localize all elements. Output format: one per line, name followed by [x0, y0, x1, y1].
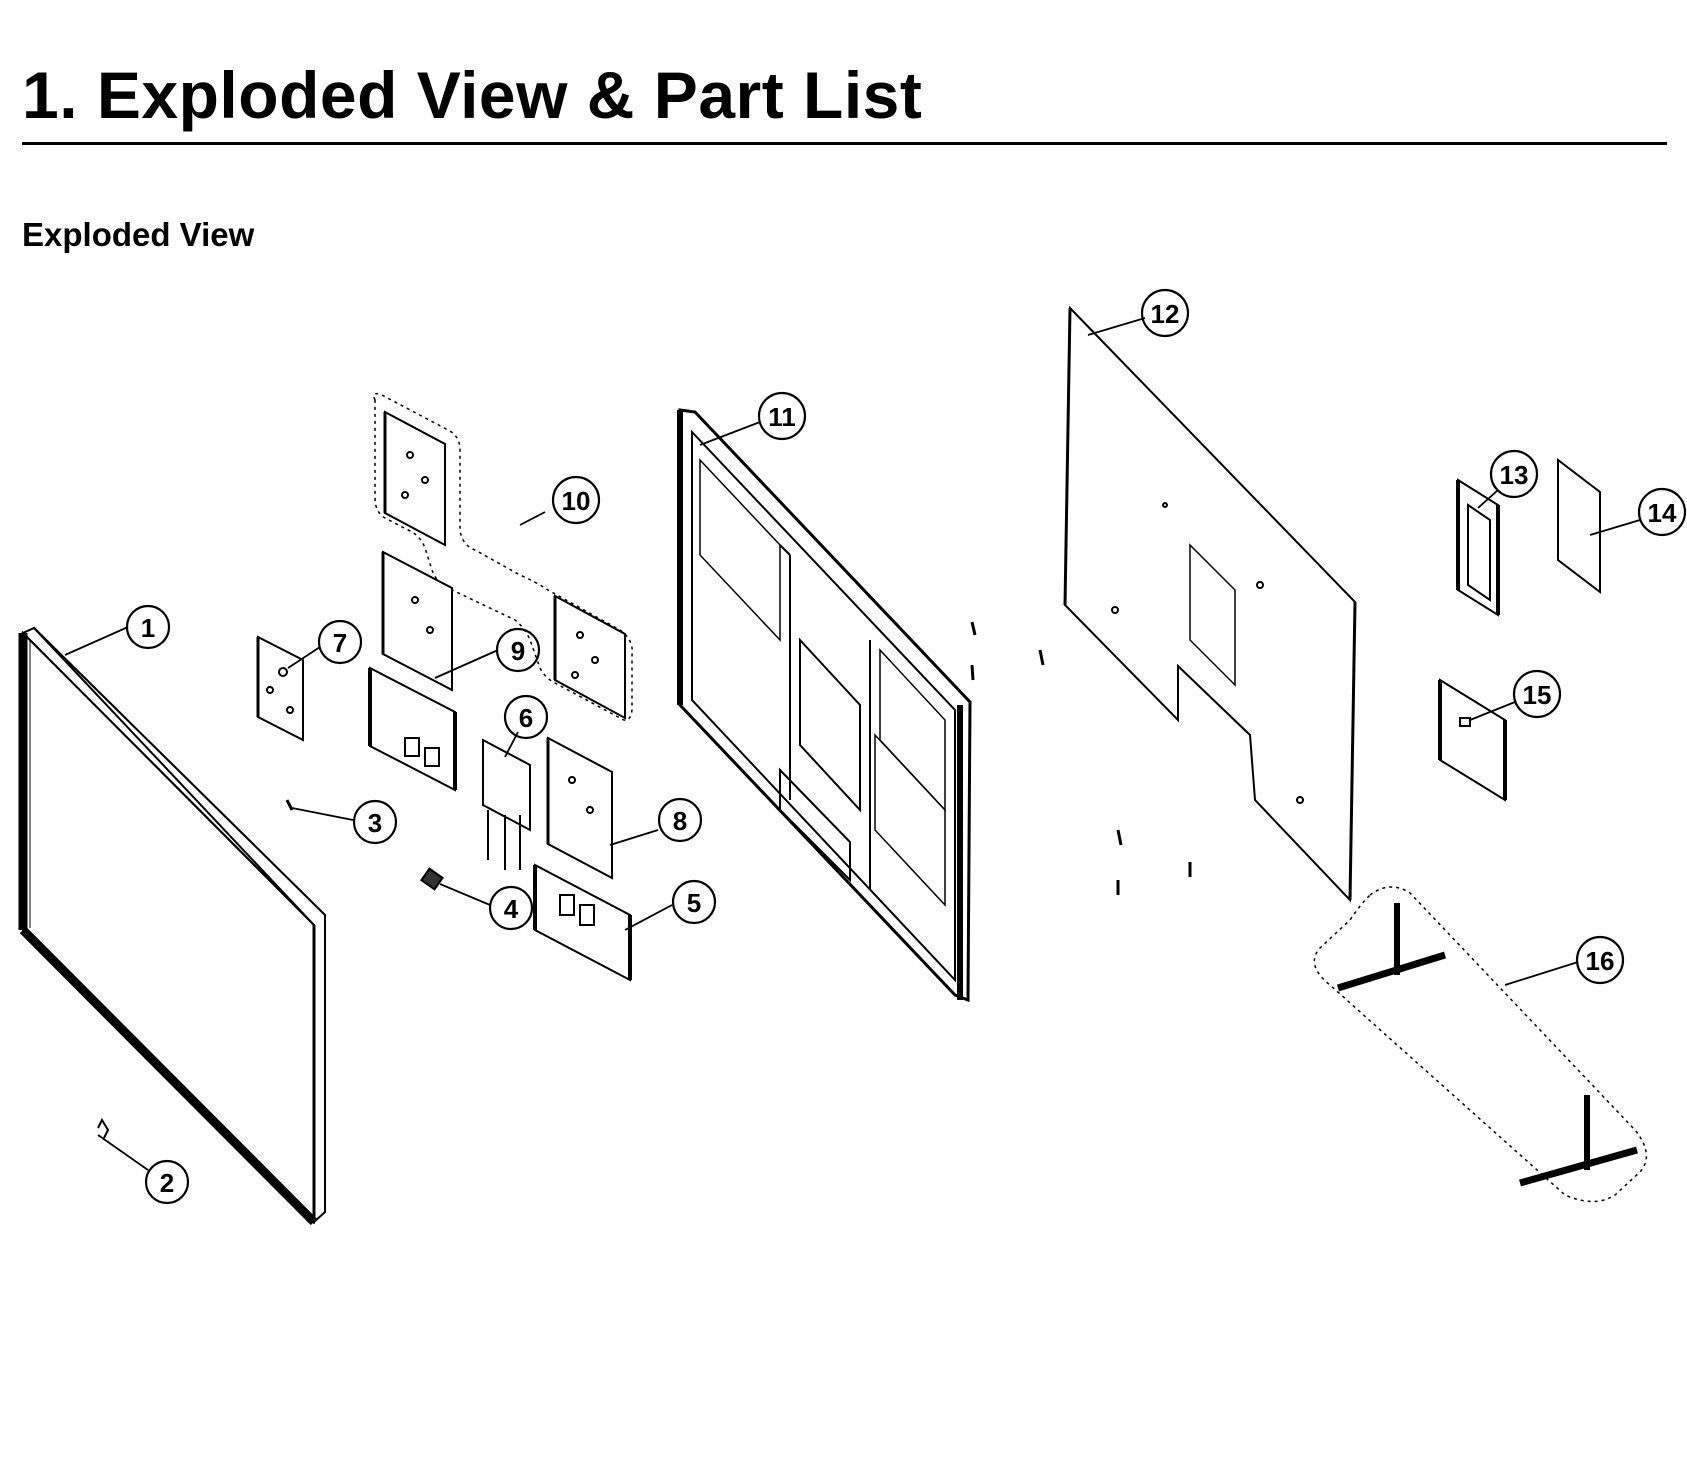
part-connector — [420, 867, 444, 891]
callout-11: 11 — [768, 402, 796, 432]
part-board-6 — [482, 738, 531, 870]
part-chassis-frame — [677, 408, 972, 1003]
part-stand — [1313, 886, 1648, 1203]
callout-3: 3 — [368, 808, 382, 838]
callout-12: 12 — [1151, 299, 1180, 329]
part-cover-14 — [1557, 457, 1601, 595]
part-board-group-10 — [373, 392, 633, 721]
callout-9: 9 — [511, 636, 525, 666]
part-board-7 — [256, 635, 304, 742]
callout-5: 5 — [687, 888, 701, 918]
callout-4: 4 — [504, 894, 519, 924]
callout-7: 7 — [333, 628, 347, 658]
callout-15: 15 — [1523, 680, 1552, 710]
callout-13: 13 — [1500, 460, 1529, 490]
part-board-13 — [1456, 478, 1500, 617]
part-board-15 — [1438, 678, 1507, 802]
callout-labels: 1 2 3 4 5 6 7 8 9 10 11 12 13 14 15 16 — [141, 299, 1677, 1198]
title-rule — [22, 142, 1667, 145]
callout-circles — [125, 288, 1687, 1205]
leader-lines — [64, 317, 1641, 1171]
part-back-cover — [1063, 305, 1357, 903]
part-board-9 — [381, 550, 453, 692]
part-screw — [285, 799, 294, 811]
callout-8: 8 — [673, 806, 687, 836]
part-small-hardware — [970, 621, 1192, 895]
callout-14: 14 — [1648, 498, 1677, 528]
page-title: 1. Exploded View & Part List — [22, 58, 923, 132]
callout-1: 1 — [141, 613, 155, 643]
part-board-8 — [546, 736, 613, 880]
section-title: Exploded View — [22, 216, 255, 253]
part-front-panel — [18, 626, 327, 1226]
part-bracket — [97, 1117, 110, 1139]
callout-10: 10 — [562, 486, 591, 516]
callout-2: 2 — [160, 1168, 174, 1198]
callout-6: 6 — [519, 703, 533, 733]
part-io-board — [368, 666, 457, 792]
part-board-5 — [533, 863, 632, 982]
callout-16: 16 — [1586, 946, 1615, 976]
